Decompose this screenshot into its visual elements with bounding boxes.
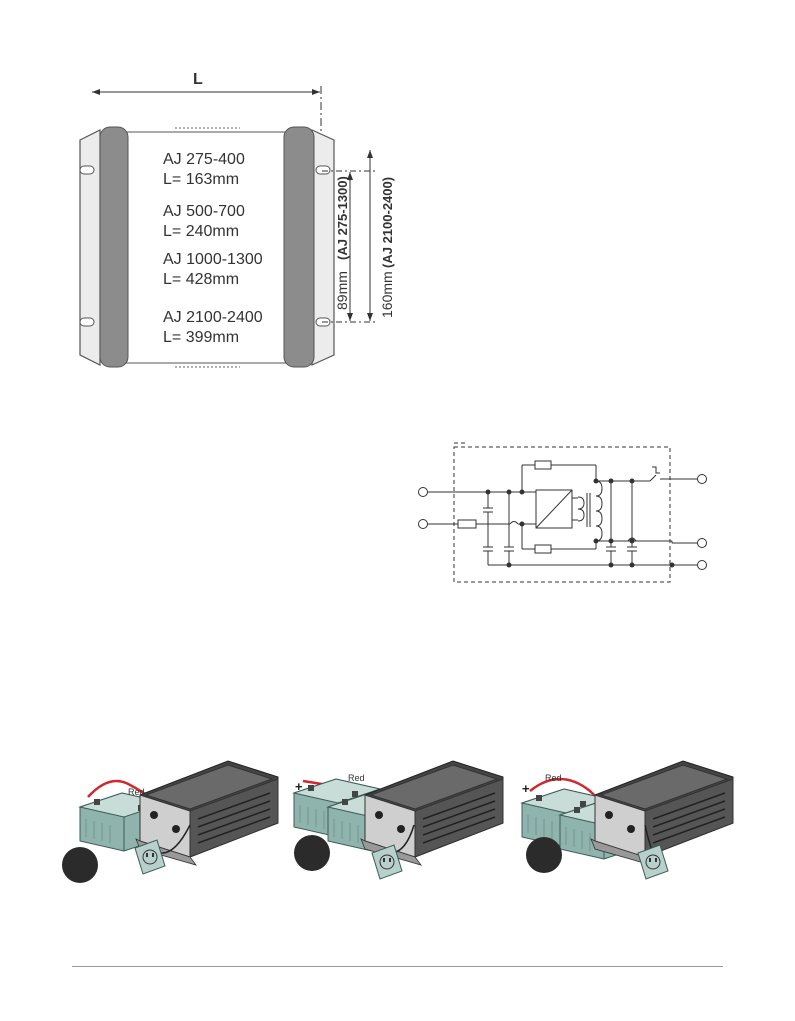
model-label: AJ 275-400 [163,151,245,168]
installation-panel-two-batteries: + Red [294,761,503,879]
output-terminal-icon [698,475,707,484]
installation-illustrations: Red + Red + Red [0,745,795,905]
resistor-icon [535,461,551,469]
wire-label: Red [128,787,145,797]
resistor-icon [535,545,551,553]
dimension-drawing: L 89mm (AJ 275-1300) 160mm (AJ 2100-2400… [0,0,795,400]
footer-rule [72,966,723,967]
positive-symbol: + [295,779,303,794]
model-length: L= 240mm [163,223,239,240]
mounting-slot-icon [80,318,94,326]
model-label: AJ 2100-2400 [163,309,263,326]
installation-panel-single-battery: Red [62,761,278,883]
inverter-icon [591,761,733,865]
wire-label: Red [545,773,562,783]
wire-label: Red [348,773,365,783]
model-label: AJ 1000-1300 [163,251,263,268]
output-terminal-icon [698,539,707,548]
ground-terminal-icon [698,561,707,570]
model-label: AJ 500-700 [163,203,245,220]
hole-spacing-160mm-models: (AJ 2100-2400) [380,177,395,268]
model-length: L= 428mm [163,271,239,288]
hole-spacing-89mm-models: (AJ 275-1300) [335,176,350,260]
step-badge-icon [526,837,562,873]
transformer-icon [578,497,584,521]
mounting-slot-icon [316,166,330,174]
step-badge-icon [294,835,330,871]
hole-spacing-160mm: 160mm [379,271,395,318]
fuse-icon [458,520,476,528]
hole-spacing-89mm: 89mm [334,271,350,310]
model-length: L= 163mm [163,171,239,188]
mounting-slot-icon [80,166,94,174]
circuit-schematic [410,435,715,595]
input-terminal-icon [419,520,428,529]
model-length: L= 399mm [163,329,239,346]
input-terminal-icon [419,488,428,497]
installation-panel-three-batteries: + Red [522,761,733,879]
switch-icon [652,467,660,473]
enclosure-boundary [454,447,670,582]
positive-symbol: + [522,781,530,796]
step-badge-icon [62,847,98,883]
length-label: L [193,71,203,88]
